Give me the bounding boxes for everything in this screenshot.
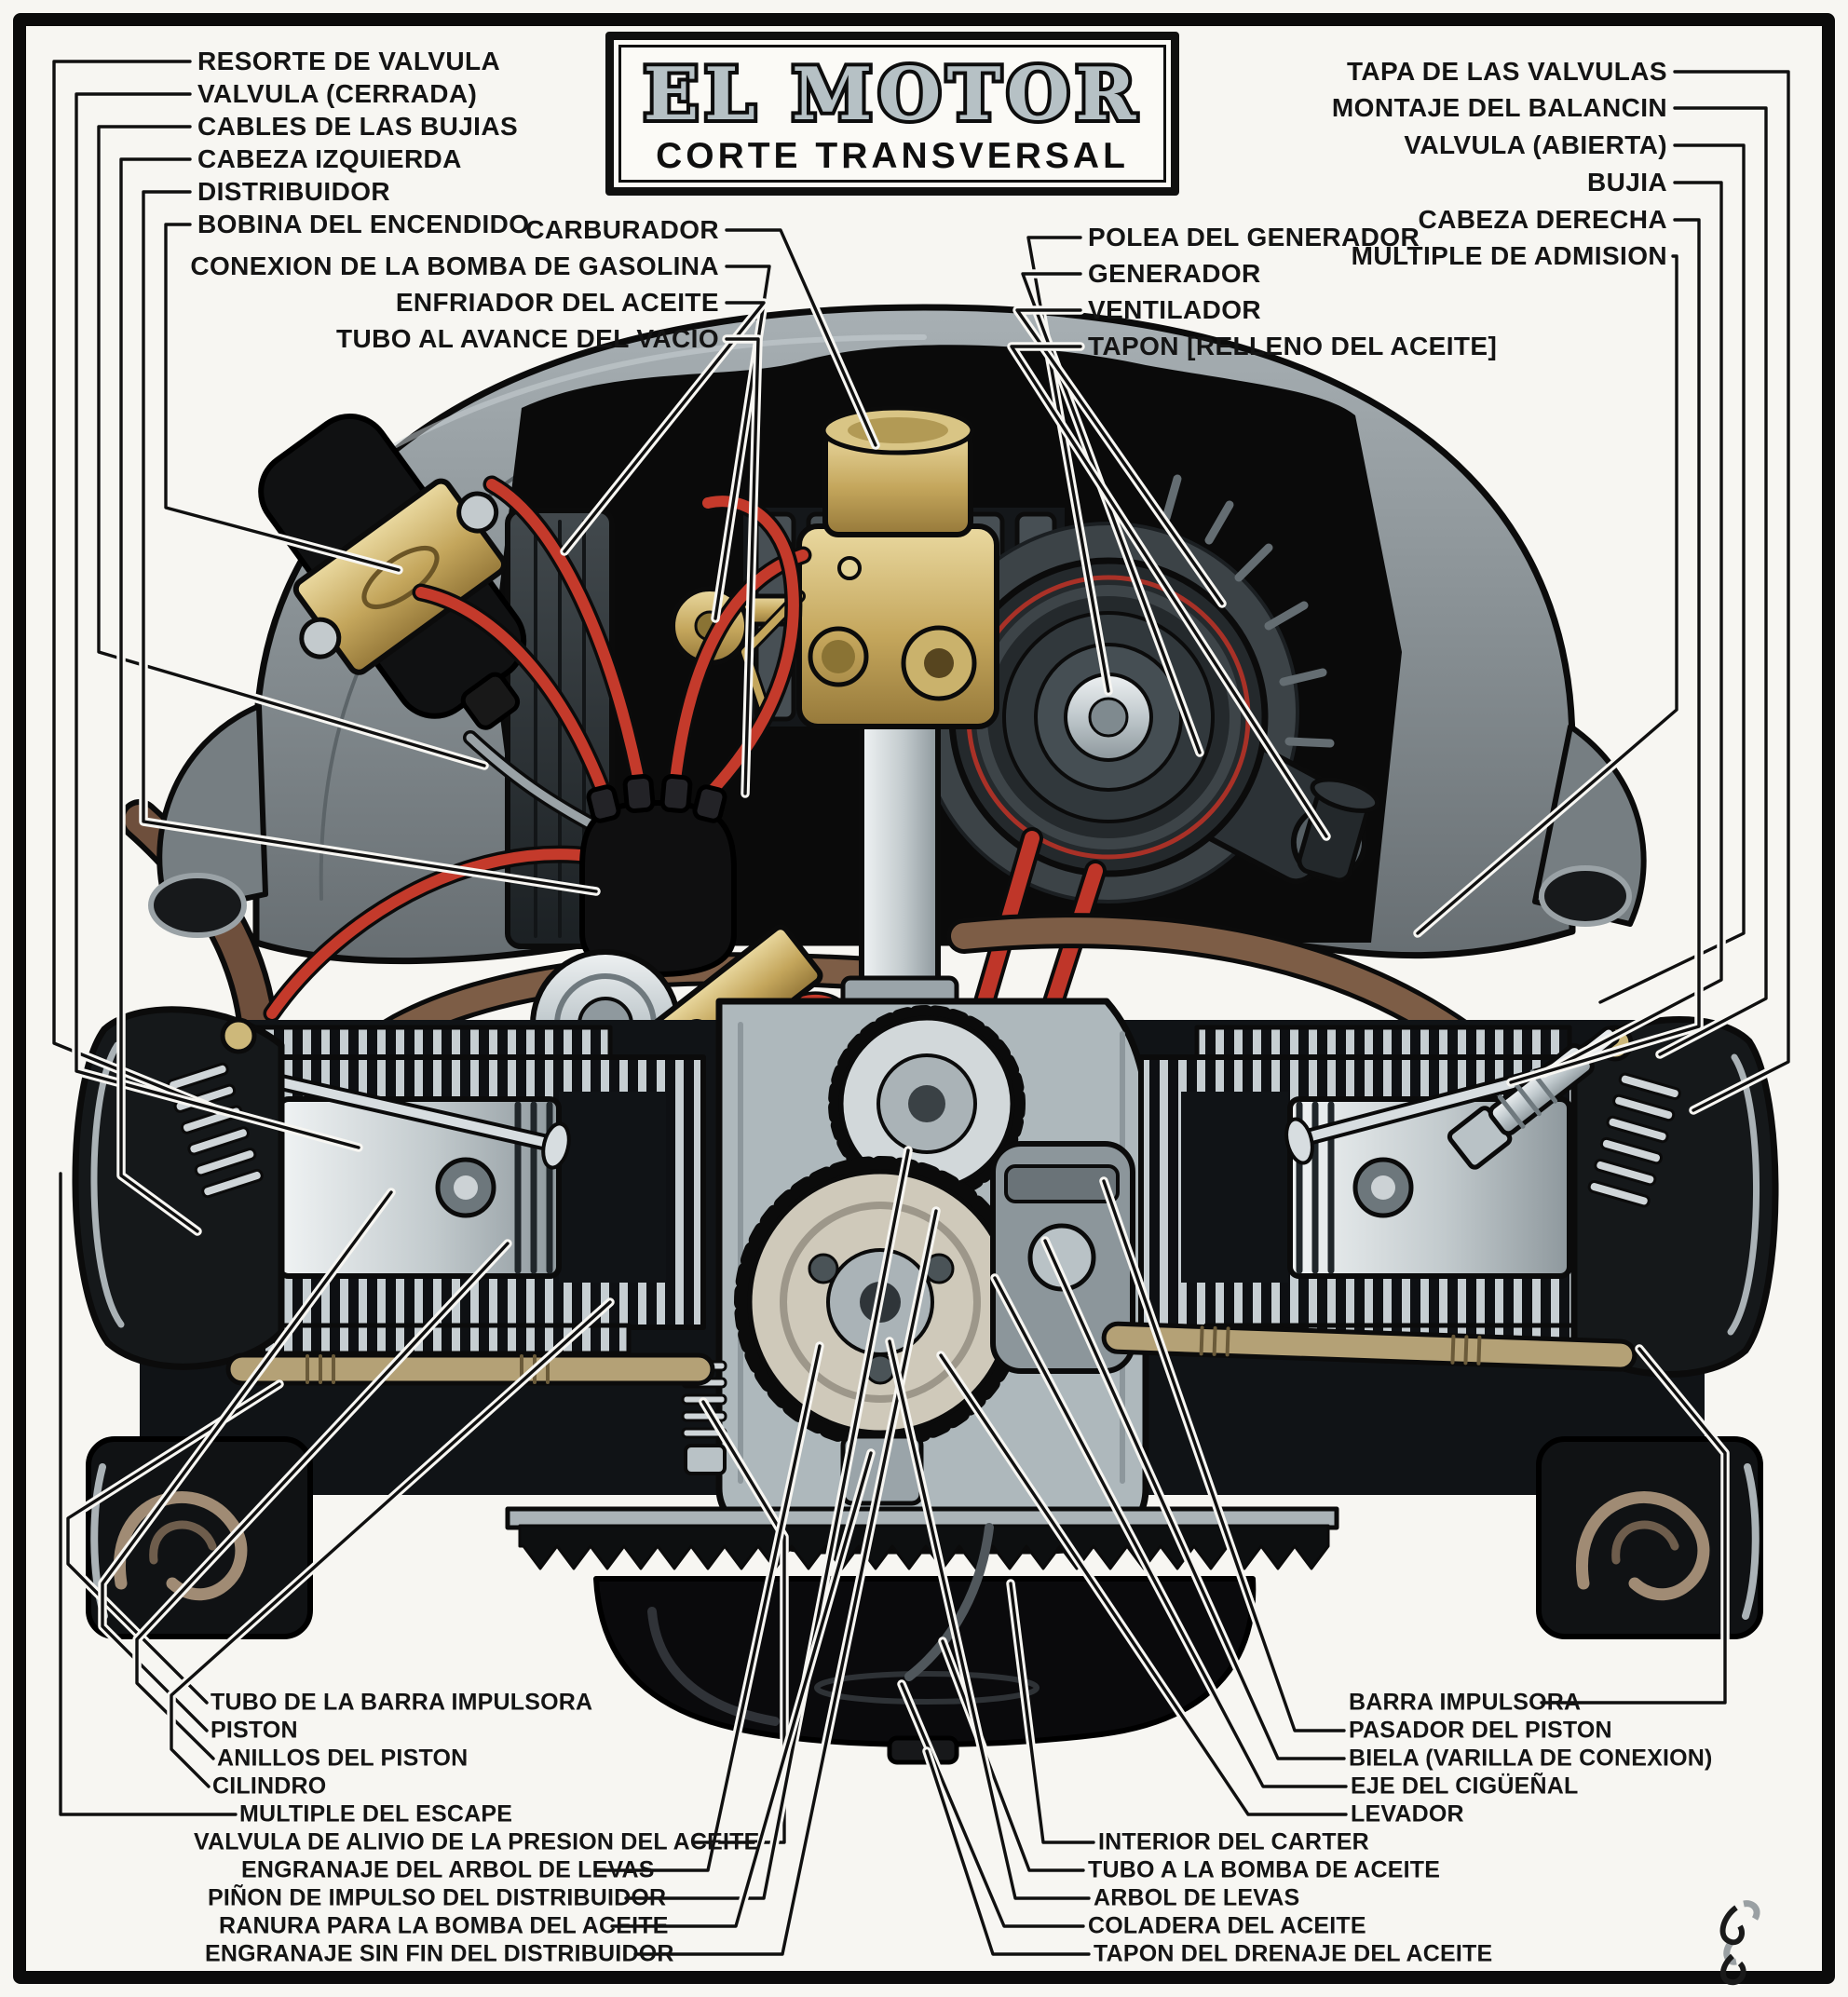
callout-label: BUJIA [1586, 168, 1667, 197]
callout-label: CABLES DE LAS BUJIAS [197, 112, 519, 141]
callout-label: CILINDRO [212, 1773, 327, 1800]
callout-label: RESORTE DE VALVULA [197, 47, 501, 75]
page-subtitle: CORTE TRANSVERSAL [656, 136, 1129, 176]
callout-label: TUBO DE LA BARRA IMPULSORA [211, 1689, 593, 1716]
callout-label: CABEZA IZQUIERDA [197, 144, 462, 173]
callout-label: BARRA IMPULSORA [1349, 1689, 1582, 1716]
callout-label: RANURA PARA LA BOMBA DEL ACEITE [219, 1912, 669, 1939]
callout-label: DISTRIBUIDOR [197, 177, 391, 206]
callout-label: TUBO AL AVANCE DEL VACIO [336, 324, 719, 353]
callout-label: VENTILADOR [1088, 295, 1261, 324]
callout-label: BOBINA DEL ENCENDIDO [197, 210, 530, 238]
callout-label: VALVULA (ABIERTA) [1404, 130, 1667, 159]
callout-label: PISTON [211, 1717, 298, 1744]
callout-label: COLADERA DEL ACEITE [1088, 1912, 1366, 1939]
callout-label: LEVADOR [1351, 1800, 1464, 1827]
callout-label: CARBURADOR [525, 215, 719, 244]
callout-label: INTERIOR DEL CARTER [1098, 1828, 1369, 1855]
leader-lines [49, 57, 1793, 1959]
artist-signature [1719, 1900, 1760, 1986]
callout-label: CABEZA DERECHA [1418, 205, 1667, 234]
callout-label: ENGRANAJE DEL ARBOL DE LEVAS [241, 1856, 655, 1883]
callout-label: VALVULA (CERRADA) [197, 79, 478, 108]
callout-label: TAPA DE LAS VALVULAS [1347, 57, 1667, 86]
callout-label: MULTIPLE DEL ESCAPE [239, 1800, 513, 1827]
page-title: EL MOTOR [644, 52, 1142, 137]
callout-label: VALVULA DE ALIVIO DE LA PRESION DEL ACEI… [194, 1828, 760, 1855]
callout-label: BIELA (VARILLA DE CONEXION) [1349, 1745, 1713, 1772]
callout-label: MULTIPLE DE ADMISION [1351, 241, 1667, 270]
outer-border-frame [13, 13, 1835, 1984]
callout-label: POLEA DEL GENERADOR [1088, 223, 1420, 251]
callout-label: GENERADOR [1088, 259, 1261, 288]
callout-label: ARBOL DE LEVAS [1094, 1884, 1300, 1911]
callout-label: PASADOR DEL PISTON [1349, 1717, 1612, 1744]
callout-label: EJE DEL CIGÜEÑAL [1351, 1773, 1579, 1800]
callout-label: MONTAJE DEL BALANCIN [1331, 93, 1667, 122]
callout-label: ENFRIADOR DEL ACEITE [395, 288, 719, 317]
callout-label: TAPON DEL DRENAJE DEL ACEITE [1094, 1940, 1493, 1967]
callout-label: TAPON [RELLENO DEL ACEITE] [1088, 332, 1498, 360]
callout-label: ENGRANAJE SIN FIN DEL DISTRIBUIDOR [205, 1940, 674, 1967]
callout-label: CONEXION DE LA BOMBA DE GASOLINA [190, 251, 719, 280]
title-box: EL MOTOR CORTE TRANSVERSAL [605, 32, 1179, 196]
callout-label: TUBO A LA BOMBA DE ACEITE [1088, 1856, 1441, 1883]
callout-label: PIÑON DE IMPULSO DEL DISTRIBUIDOR [208, 1884, 667, 1911]
callout-label: ANILLOS DEL PISTON [217, 1745, 469, 1772]
